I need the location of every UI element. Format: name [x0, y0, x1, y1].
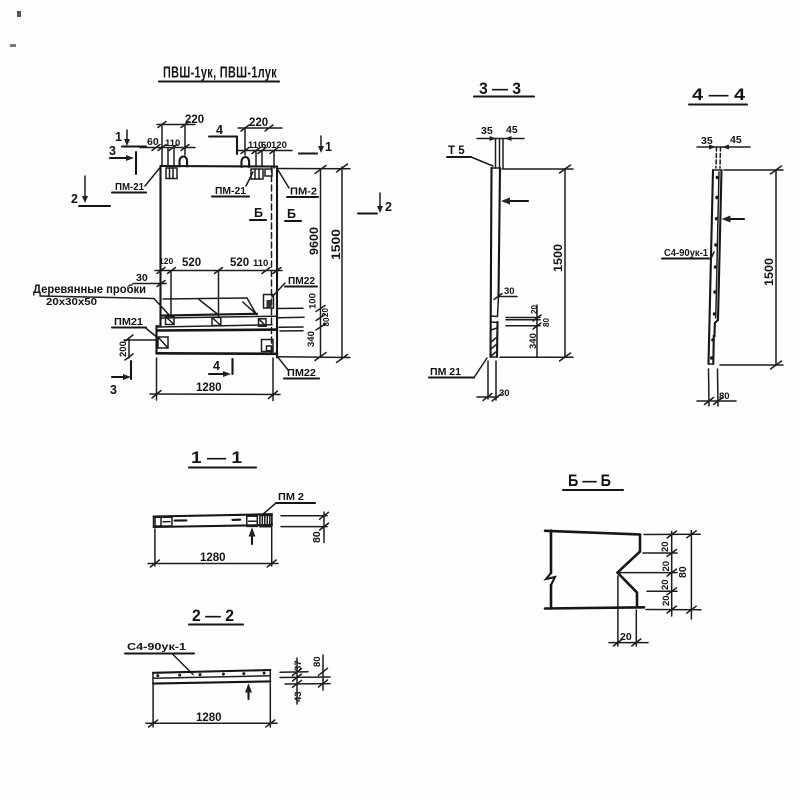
svg-text:80: 80 [311, 531, 323, 543]
svg-text:1280: 1280 [196, 712, 222, 724]
svg-text:220: 220 [249, 117, 268, 129]
svg-text:1280: 1280 [196, 382, 222, 394]
svg-text:110: 110 [165, 138, 180, 149]
svg-text:20: 20 [660, 579, 671, 590]
svg-text:37: 37 [293, 660, 304, 671]
svg-text:С4-90ук-1: С4-90ук-1 [127, 641, 186, 653]
svg-text:30: 30 [504, 286, 515, 297]
svg-text:4: 4 [216, 123, 223, 137]
svg-text:1500: 1500 [764, 258, 776, 286]
svg-text:340: 340 [528, 333, 539, 349]
svg-text:520: 520 [230, 257, 249, 269]
svg-text:3: 3 [110, 383, 117, 397]
svg-text:20: 20 [320, 308, 330, 317]
svg-text:45: 45 [730, 134, 742, 146]
svg-text:ПМ22: ПМ22 [287, 367, 316, 379]
svg-text:Б: Б [287, 207, 296, 221]
svg-text:ПМ-21: ПМ-21 [215, 185, 246, 197]
svg-text:С4-90ук-1: С4-90ук-1 [664, 247, 708, 259]
svg-text:35: 35 [701, 135, 713, 147]
svg-text:110: 110 [248, 140, 263, 151]
svg-text:80: 80 [541, 318, 551, 327]
svg-text:3: 3 [109, 144, 116, 158]
svg-text:30: 30 [499, 388, 510, 399]
svg-text:1280: 1280 [200, 552, 226, 564]
svg-text:20: 20 [661, 595, 672, 606]
svg-text:1: 1 [115, 130, 122, 144]
svg-text:20: 20 [660, 541, 671, 552]
svg-text:Т 5: Т 5 [448, 145, 465, 157]
svg-text:30: 30 [136, 272, 148, 284]
svg-text:9600: 9600 [309, 227, 321, 255]
svg-text:ПМ 21: ПМ 21 [430, 366, 461, 378]
svg-text:1500: 1500 [553, 244, 565, 272]
svg-text:2: 2 [385, 200, 392, 214]
svg-text:60: 60 [261, 140, 272, 151]
svg-text:45: 45 [506, 124, 518, 136]
svg-text:2: 2 [71, 192, 78, 206]
svg-text:20х30х50: 20х30х50 [46, 296, 97, 308]
svg-text:340: 340 [306, 331, 317, 347]
svg-text:ПМ 2: ПМ 2 [278, 491, 304, 503]
svg-text:80: 80 [677, 566, 689, 578]
svg-text:3 — 3: 3 — 3 [479, 79, 521, 98]
svg-text:ПМ22: ПМ22 [288, 275, 315, 287]
svg-text:120: 120 [271, 140, 287, 151]
svg-text:520: 520 [182, 257, 201, 269]
svg-text:ПМ-21: ПМ-21 [115, 181, 144, 193]
svg-text:ПВШ-1ук, ПВШ-1лук: ПВШ-1ук, ПВШ-1лук [163, 65, 277, 82]
svg-text:1 — 1: 1 — 1 [191, 448, 242, 467]
svg-text:1500: 1500 [331, 229, 343, 260]
svg-text:Деревянные пробки: Деревянные пробки [33, 284, 146, 296]
svg-text:80: 80 [719, 391, 730, 402]
svg-text:20: 20 [620, 631, 632, 643]
svg-text:ПМ-2: ПМ-2 [290, 186, 317, 198]
svg-text:100: 100 [308, 293, 319, 309]
svg-text:120: 120 [159, 256, 173, 266]
svg-text:4 — 4: 4 — 4 [692, 85, 746, 104]
svg-text:60: 60 [147, 136, 159, 148]
svg-text:2 — 2: 2 — 2 [192, 606, 234, 625]
svg-text:43: 43 [293, 691, 304, 702]
svg-text:20: 20 [529, 305, 539, 314]
svg-text:1: 1 [325, 140, 332, 154]
svg-text:Б: Б [254, 206, 263, 220]
svg-text:Б — Б: Б — Б [568, 471, 611, 490]
svg-text:220: 220 [185, 114, 204, 126]
svg-text:4: 4 [213, 359, 220, 373]
svg-text:80: 80 [312, 656, 323, 667]
svg-text:80: 80 [321, 317, 331, 326]
svg-text:200: 200 [118, 341, 129, 357]
svg-text:110: 110 [253, 258, 268, 269]
svg-text:ПМ21: ПМ21 [114, 316, 143, 328]
svg-text:20: 20 [661, 561, 672, 572]
svg-text:35: 35 [481, 125, 493, 137]
